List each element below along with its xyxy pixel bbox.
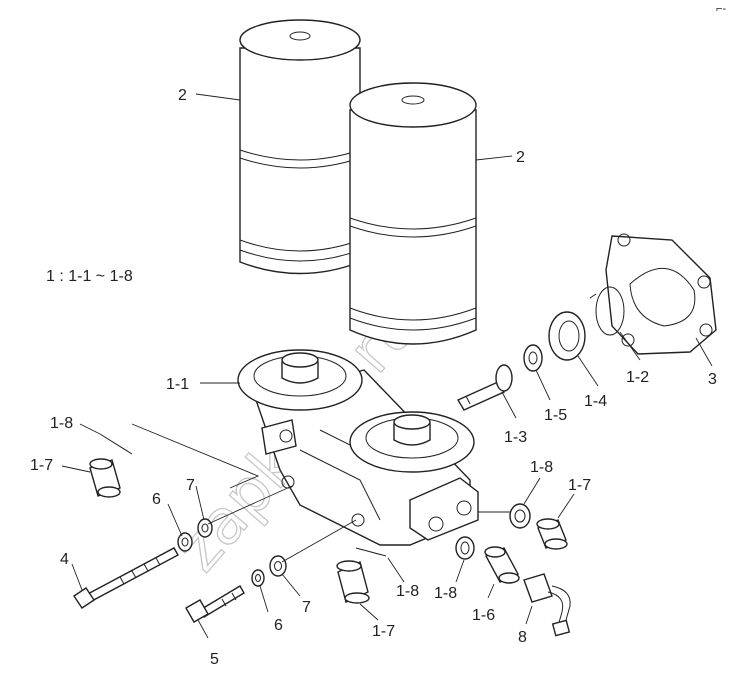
callout-washer-bottom-a: 6 [274, 617, 283, 634]
callout-head: 1-1 [166, 376, 189, 393]
callout-washer-small: 1-5 [544, 407, 567, 424]
callout-pin-bottom: 1-8 [396, 583, 419, 600]
callout-sensor: 8 [518, 629, 527, 646]
callout-oring-bottom: 1-8 [434, 585, 457, 602]
callout-switch: 1-6 [472, 607, 495, 624]
plug-right [536, 518, 568, 550]
cover-gasket [605, 233, 717, 355]
small-washer [523, 344, 543, 372]
sensor-with-wire [523, 573, 571, 637]
oring-bottom [455, 536, 475, 560]
callout-plug-bottom: 1-7 [372, 623, 395, 640]
callout-snap-ring: 1-2 [626, 369, 649, 386]
plug-bottom [336, 560, 370, 604]
filter-head-body [237, 349, 479, 546]
relief-valve [456, 364, 513, 411]
callout-washer-left-b: 7 [186, 477, 195, 494]
plug-left [89, 458, 121, 498]
pressure-switch [484, 546, 520, 584]
callout-valve: 1-3 [504, 429, 527, 446]
callout-gasket: 3 [708, 371, 717, 388]
callout-washer-bottom-b: 7 [302, 599, 311, 616]
long-bolt [73, 547, 179, 609]
callout-oring-right: 1-8 [530, 459, 553, 476]
callout-pin-left: 1-8 [50, 415, 73, 432]
oil-seal [548, 311, 586, 361]
pin-bottom [355, 547, 387, 557]
callout-plug-left: 1-7 [30, 457, 53, 474]
snap-ring [589, 286, 625, 336]
washer-left-b [197, 518, 213, 538]
assembly-note: 1 : 1-1 ~ 1-8 [46, 268, 133, 285]
oring-right [509, 503, 531, 529]
callout-bolt-long: 4 [60, 551, 69, 568]
washer-left-a [177, 532, 193, 552]
callout-plug-right: 1-7 [568, 477, 591, 494]
oil-filter-right [349, 82, 477, 345]
callout-filter-left: 2 [178, 87, 187, 104]
washer-bottom-b [269, 555, 287, 577]
callout-bolt-short: 5 [210, 651, 219, 668]
callout-seal: 1-4 [584, 393, 607, 410]
oil-filter-left [239, 19, 361, 275]
leader-lines [61, 93, 713, 639]
corner-mark: ⌐- [716, 3, 726, 15]
pin-left [99, 433, 133, 455]
washer-bottom-a [251, 569, 265, 587]
callout-washer-left-a: 6 [152, 491, 161, 508]
callout-filter-right: 2 [516, 149, 525, 166]
short-bolt [185, 585, 245, 623]
